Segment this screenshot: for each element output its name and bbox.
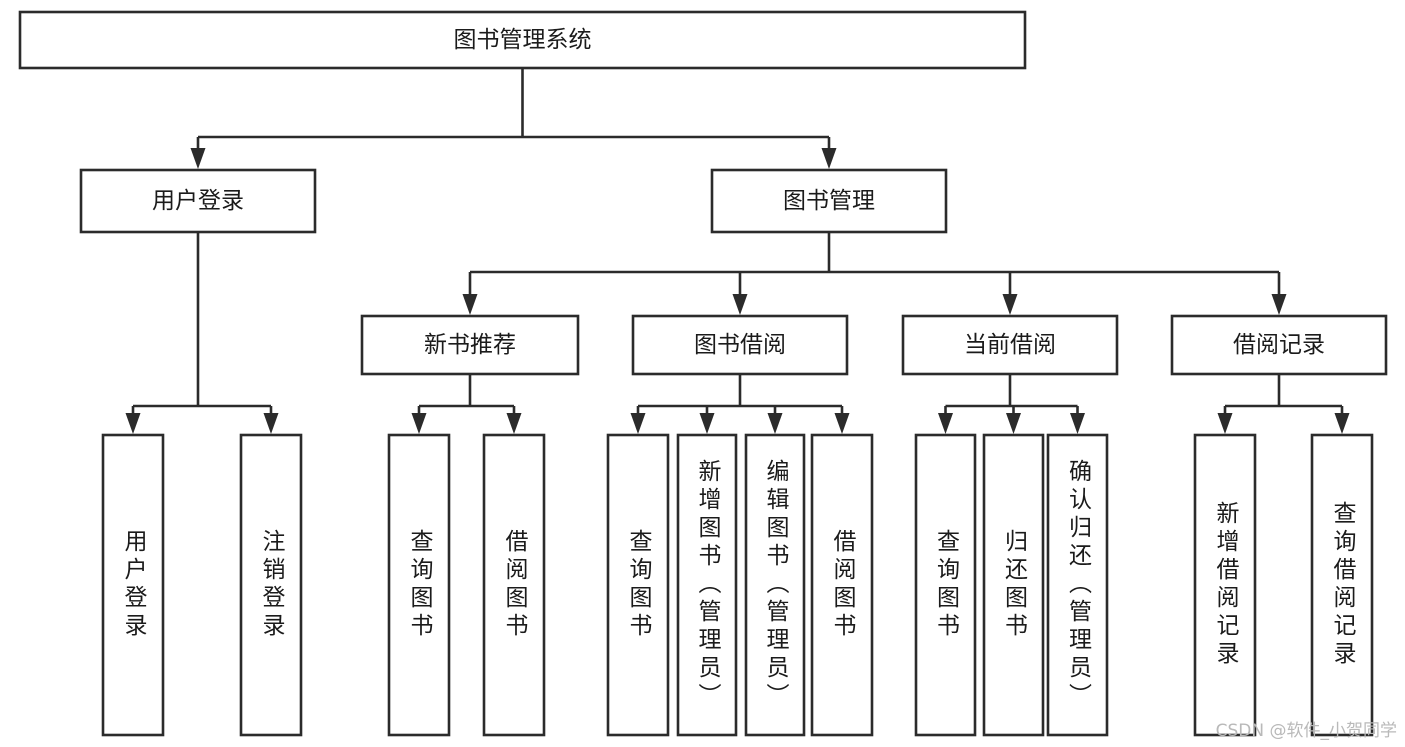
arrow-head-icon [834, 413, 850, 434]
node-root[interactable]: 图书管理系统 [18, 10, 1027, 70]
node-label-leaf-query-borrow-record: 查询借阅记录 [1329, 501, 1357, 669]
node-box-leaf-logout-login[interactable] [239, 433, 303, 737]
node-borrow-record[interactable]: 借阅记录 [1170, 314, 1388, 376]
node-label-current-borrow: 当前借阅 [964, 332, 1056, 358]
node-box-leaf-confirm-return-admin[interactable] [1046, 433, 1109, 737]
node-label-root: 图书管理系统 [454, 27, 592, 53]
node-box-leaf-borrow-book-2[interactable] [810, 433, 874, 737]
connector-layer [125, 68, 1350, 434]
node-box-new-book-recommend[interactable] [360, 314, 580, 376]
arrow-head-icon [1217, 413, 1233, 434]
node-leaf-query-book-2[interactable]: 查询图书 [606, 433, 670, 737]
arrow-head-icon [1271, 294, 1287, 315]
node-leaf-confirm-return-admin[interactable]: 确认归还（管理员） [1046, 433, 1109, 737]
arrow-head-icon [767, 413, 783, 434]
node-label-leaf-borrow-book-1: 借阅图书 [501, 529, 529, 641]
node-leaf-query-book-3[interactable]: 查询图书 [914, 433, 977, 737]
node-new-book-recommend[interactable]: 新书推荐 [360, 314, 580, 376]
arrow-head-icon [699, 413, 715, 434]
arrow-head-icon [462, 294, 478, 315]
arrow-head-icon [263, 413, 279, 434]
arrow-head-icon [506, 413, 522, 434]
node-box-leaf-query-book-1[interactable] [387, 433, 451, 737]
node-box-leaf-add-book-admin[interactable] [676, 433, 738, 737]
node-box-leaf-add-borrow-record[interactable] [1193, 433, 1257, 737]
node-leaf-user-login[interactable]: 用户登录 [101, 433, 165, 737]
node-leaf-edit-book-admin[interactable]: 编辑图书（管理员） [744, 433, 806, 737]
node-leaf-query-book-1[interactable]: 查询图书 [387, 433, 451, 737]
node-label-user-login: 用户登录 [152, 188, 244, 214]
node-leaf-borrow-book-2[interactable]: 借阅图书 [810, 433, 874, 737]
arrow-head-icon [190, 148, 206, 169]
node-book-borrow[interactable]: 图书借阅 [631, 314, 849, 376]
arrow-head-icon [1334, 413, 1350, 434]
node-box-root[interactable] [18, 10, 1027, 70]
node-user-login[interactable]: 用户登录 [79, 168, 317, 234]
node-box-leaf-query-book-2[interactable] [606, 433, 670, 737]
arrow-head-icon [630, 413, 646, 434]
arrow-head-icon [1002, 294, 1018, 315]
node-book-manage[interactable]: 图书管理 [710, 168, 948, 234]
node-box-borrow-record[interactable] [1170, 314, 1388, 376]
node-leaf-borrow-book-1[interactable]: 借阅图书 [482, 433, 546, 737]
node-label-leaf-confirm-return-admin: 确认归还（管理员） [1065, 459, 1093, 711]
node-box-book-borrow[interactable] [631, 314, 849, 376]
node-label-borrow-record: 借阅记录 [1233, 332, 1325, 358]
node-label-book-borrow: 图书借阅 [694, 332, 786, 358]
node-label-leaf-add-borrow-record: 新增借阅记录 [1212, 501, 1240, 669]
node-box-current-borrow[interactable] [901, 314, 1119, 376]
node-label-leaf-add-book-admin: 新增图书（管理员） [694, 459, 722, 711]
arrow-head-icon [1006, 413, 1021, 434]
node-box-user-login[interactable] [79, 168, 317, 234]
node-label-leaf-borrow-book-2: 借阅图书 [829, 529, 857, 641]
node-box-leaf-borrow-book-1[interactable] [482, 433, 546, 737]
arrow-head-icon [1070, 413, 1085, 434]
node-label-leaf-query-book-2: 查询图书 [625, 529, 653, 641]
node-label-leaf-return-book: 归还图书 [1001, 529, 1029, 641]
node-label-book-manage: 图书管理 [783, 188, 875, 214]
node-label-leaf-logout-login: 注销登录 [258, 529, 286, 641]
node-box-leaf-query-borrow-record[interactable] [1310, 433, 1374, 737]
node-box-leaf-user-login[interactable] [101, 433, 165, 737]
node-label-leaf-query-book-1: 查询图书 [406, 529, 434, 641]
arrow-head-icon [411, 413, 427, 434]
arrow-head-icon [821, 148, 837, 169]
node-leaf-query-borrow-record[interactable]: 查询借阅记录 [1310, 433, 1374, 737]
node-current-borrow[interactable]: 当前借阅 [901, 314, 1119, 376]
arrow-head-icon [732, 294, 748, 315]
node-leaf-add-book-admin[interactable]: 新增图书（管理员） [676, 433, 738, 737]
node-box-leaf-query-book-3[interactable] [914, 433, 977, 737]
node-box-book-manage[interactable] [710, 168, 948, 234]
node-label-leaf-edit-book-admin: 编辑图书（管理员） [762, 459, 790, 711]
arrow-head-icon [938, 413, 953, 434]
node-box-leaf-edit-book-admin[interactable] [744, 433, 806, 737]
arrow-head-icon [125, 413, 141, 434]
node-leaf-logout-login[interactable]: 注销登录 [239, 433, 303, 737]
node-leaf-add-borrow-record[interactable]: 新增借阅记录 [1193, 433, 1257, 737]
node-label-leaf-user-login: 用户登录 [120, 529, 148, 641]
node-layer: 图书管理系统用户登录图书管理新书推荐图书借阅当前借阅借阅记录用户登录注销登录查询… [18, 10, 1388, 737]
node-box-leaf-return-book[interactable] [982, 433, 1045, 737]
node-label-new-book-recommend: 新书推荐 [424, 332, 516, 358]
node-label-leaf-query-book-3: 查询图书 [933, 529, 961, 641]
node-leaf-return-book[interactable]: 归还图书 [982, 433, 1045, 737]
